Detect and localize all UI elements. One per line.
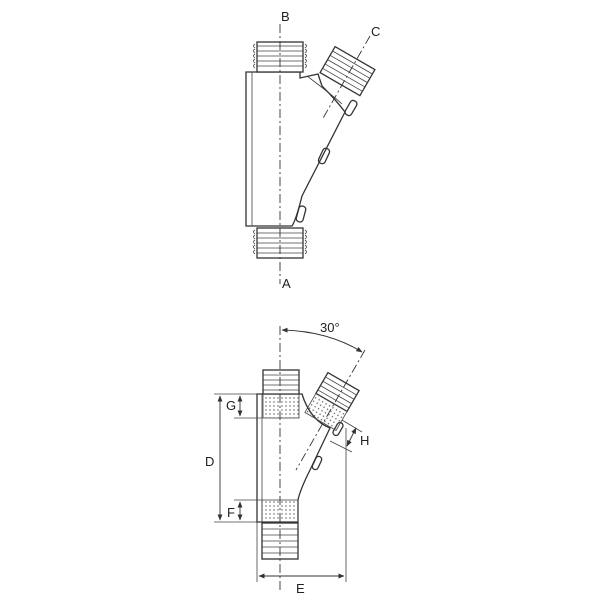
label-c: C xyxy=(371,24,380,39)
label-e: E xyxy=(296,581,305,596)
dimension-h: H xyxy=(329,419,369,453)
branch-c-corrugated xyxy=(319,45,376,97)
bottom-view-drawing: 30° D G F E xyxy=(205,320,369,596)
top-view-drawing: B C A xyxy=(245,9,380,291)
dimension-d: D xyxy=(205,393,257,523)
top-corrugated-branch xyxy=(262,369,300,419)
label-g: G xyxy=(226,398,236,413)
dimension-f: F xyxy=(227,499,262,521)
slot-window xyxy=(332,421,344,437)
slot-window xyxy=(344,99,358,117)
slot-window xyxy=(295,205,307,223)
angle-label: 30° xyxy=(320,320,340,335)
main-body xyxy=(245,71,346,227)
label-f: F xyxy=(227,505,235,520)
slot-window xyxy=(311,455,323,471)
angle-arc xyxy=(281,327,363,353)
slot-window xyxy=(317,147,331,165)
label-d: D xyxy=(205,454,214,469)
center-line-angled xyxy=(321,35,371,121)
label-a: A xyxy=(282,276,291,291)
dimension-e: E xyxy=(256,428,347,596)
dimension-g: G xyxy=(226,395,262,419)
angled-corrugated-branch xyxy=(304,371,360,432)
center-line-angled xyxy=(295,349,366,471)
label-b: B xyxy=(281,9,290,24)
main-body xyxy=(256,393,331,523)
label-h: H xyxy=(360,433,369,448)
